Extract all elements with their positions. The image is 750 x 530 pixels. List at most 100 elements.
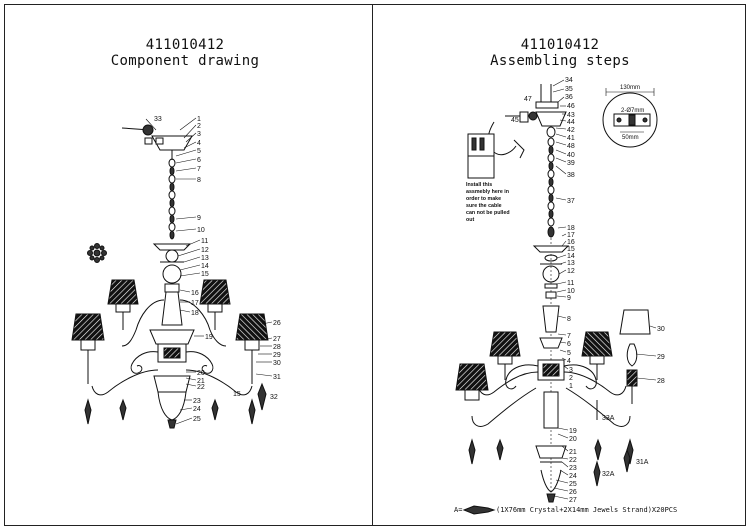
svg-text:1: 1 [569,383,573,390]
svg-text:14: 14 [201,263,209,270]
svg-text:27: 27 [273,336,281,343]
svg-text:19: 19 [569,428,577,435]
svg-text:4: 4 [567,358,571,365]
svg-text:45: 45 [511,117,519,124]
svg-text:47: 47 [524,96,532,103]
svg-text:4: 4 [197,140,201,147]
svg-text:28: 28 [273,344,281,351]
svg-text:8: 8 [197,177,201,184]
svg-text:7: 7 [197,166,201,173]
svg-text:5: 5 [567,350,571,357]
left-model-number: 411010412 [145,37,225,53]
svg-text:41: 41 [567,135,575,142]
right-assembly-drawing [455,79,658,515]
svg-text:9: 9 [197,215,201,222]
svg-text:2: 2 [569,375,573,382]
svg-text:32A: 32A [602,471,615,478]
svg-text:46: 46 [567,103,575,110]
svg-text:out: out [466,217,474,223]
svg-text:37: 37 [567,198,575,205]
svg-text:40: 40 [567,152,575,159]
svg-text:8: 8 [567,316,571,323]
svg-text:15: 15 [233,391,241,398]
svg-text:23: 23 [193,398,201,405]
svg-text:20: 20 [197,370,205,377]
svg-text:assmebly here in: assmebly here in [466,189,509,195]
right-model-number: 411010412 [520,37,600,53]
svg-text:20: 20 [569,436,577,443]
footer-prefix: A= [454,506,463,514]
svg-text:order to make: order to make [466,196,501,202]
svg-text:29: 29 [657,354,665,361]
svg-text:2: 2 [197,123,201,130]
svg-text:32: 32 [270,394,278,401]
crystal-strand-icon [462,505,496,515]
svg-text:6: 6 [197,157,201,164]
left-chain [168,158,176,240]
panel-divider [372,4,373,526]
svg-text:15: 15 [567,246,575,253]
svg-text:21: 21 [197,378,205,385]
left-chandelier-drawing [71,117,273,429]
svg-text:can not be pulled: can not be pulled [466,210,510,216]
svg-text:1: 1 [197,116,201,123]
svg-text:33A: 33A [602,415,615,422]
svg-text:30: 30 [657,326,665,333]
svg-text:3: 3 [197,131,201,138]
svg-text:39: 39 [567,160,575,167]
svg-text:26: 26 [273,320,281,327]
svg-text:24: 24 [569,473,577,480]
svg-text:28: 28 [657,378,665,385]
svg-text:10: 10 [567,288,575,295]
left-subtitle: Component drawing [110,53,260,69]
svg-text:19: 19 [205,334,213,341]
mounting-plate-detail [602,92,658,148]
right-subtitle: Assembling steps [490,53,630,69]
svg-text:27: 27 [569,497,577,504]
svg-text:9: 9 [567,295,571,302]
svg-text:18: 18 [567,225,575,232]
svg-text:29: 29 [273,352,281,359]
install-note: Install this assmebly here in order to m… [466,182,510,223]
svg-text:16: 16 [191,290,199,297]
svg-text:130mm: 130mm [620,85,640,91]
svg-text:42: 42 [567,127,575,134]
svg-text:22: 22 [569,457,577,464]
right-chain [547,137,555,238]
svg-text:17: 17 [567,232,575,239]
svg-text:18: 18 [191,310,199,317]
svg-text:26: 26 [569,489,577,496]
svg-text:3: 3 [569,367,573,374]
svg-text:35: 35 [565,86,573,93]
svg-text:31: 31 [273,374,281,381]
footer-strand-spec: (1X76mm Crystal+2X14mm Jewels Strand)X20… [496,506,678,514]
crystal-star-icon [87,243,107,263]
svg-text:5: 5 [197,148,201,155]
svg-text:6: 6 [567,341,571,348]
svg-text:44: 44 [567,119,575,126]
svg-text:14: 14 [567,253,575,260]
svg-text:2-Ø7mm: 2-Ø7mm [621,108,644,114]
svg-text:10: 10 [197,227,205,234]
svg-text:30: 30 [273,360,281,367]
callout-33: 33 [154,116,162,123]
svg-text:31A: 31A [636,459,649,466]
detail-dimensions: 130mm 2-Ø7mm 50mm [620,85,644,141]
svg-text:34: 34 [565,77,573,84]
svg-text:12: 12 [201,247,209,254]
svg-text:7: 7 [567,333,571,340]
svg-text:12: 12 [567,268,575,275]
svg-text:15: 15 [201,271,209,278]
svg-text:16: 16 [567,239,575,246]
svg-text:43: 43 [567,112,575,119]
svg-text:11: 11 [201,238,208,245]
svg-text:21: 21 [569,449,577,456]
svg-text:25: 25 [569,481,577,488]
svg-text:13: 13 [201,255,209,262]
svg-text:36: 36 [565,94,573,101]
svg-text:Install this: Install this [466,182,492,188]
drawing-sheet [4,4,746,526]
